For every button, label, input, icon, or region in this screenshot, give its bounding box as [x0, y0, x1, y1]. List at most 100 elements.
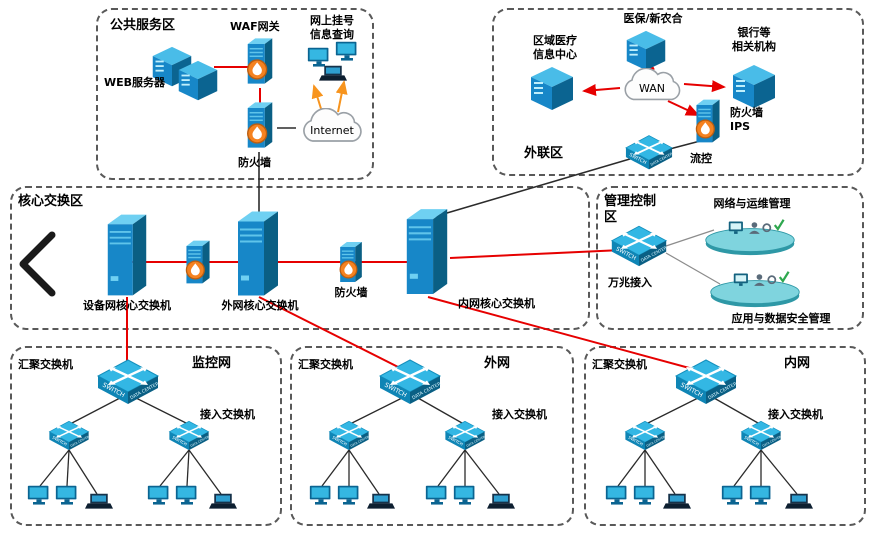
extranet-agg-switch-icon: [378, 358, 442, 410]
zone-title-extranet: 外网: [484, 356, 511, 371]
link: [159, 449, 190, 487]
intranet-agg-switch-icon: [674, 358, 738, 410]
monitor-laptop-icon: [208, 492, 238, 513]
zone-monitor-net: [10, 346, 282, 526]
zone-management: [596, 186, 864, 330]
link-core-mgmt: [449, 249, 623, 259]
link: [760, 449, 798, 495]
security-platform-label: 应用与数据安全管理: [731, 312, 831, 325]
monitor-acc-label: 接入交换机: [200, 408, 255, 421]
zone-title-public: 公共服务区: [110, 18, 176, 33]
bank-label: 银行等 相关机构: [732, 26, 776, 53]
query-pc-icon-2: [334, 40, 360, 64]
intranet-pc-icon: [604, 484, 630, 508]
extranet-pc-icon: [452, 484, 478, 508]
intranet-laptop-icon: [662, 492, 692, 513]
monitor-pc-icon: [146, 484, 172, 508]
insurance-label: 医保/新农合: [623, 12, 683, 25]
core-firewall-label: 防火墙: [334, 286, 368, 299]
link-wan-bank: [683, 80, 726, 93]
link: [644, 449, 676, 495]
link: [186, 449, 190, 487]
zone-title-intranet: 内网: [784, 356, 811, 371]
ops-platform-label: 网络与运维管理: [713, 197, 791, 210]
link-internet-query-2: [335, 80, 348, 113]
prev-arrow[interactable]: [14, 230, 58, 298]
core-firewall-icon-2: [336, 236, 366, 288]
extranet-pc-icon: [336, 484, 362, 508]
monitor-access-switch-icon-1: [48, 420, 90, 454]
ops-platform-icon: [700, 210, 800, 256]
link-internet-query-1: [311, 84, 324, 113]
link: [66, 449, 70, 487]
regional-server-icon: [528, 64, 576, 114]
security-platform-icon: [704, 262, 806, 308]
internet-label: Internet: [310, 124, 354, 137]
extranet-pc-icon: [308, 484, 334, 508]
flow-control-label: 流控: [690, 152, 712, 165]
extranet-core-switch-icon: [232, 205, 284, 302]
zone-core-switching: [10, 186, 590, 330]
query-laptop-icon: [318, 64, 348, 85]
link: [464, 449, 500, 495]
extranet-acc-label: 接入交换机: [492, 408, 547, 421]
intranet-pc-icon: [748, 484, 774, 508]
firewall-ips-icon: [692, 94, 724, 148]
intranet-pc-icon: [720, 484, 746, 508]
zone-title-monitor: 监控网: [192, 356, 232, 371]
zone-public-service: [96, 8, 374, 180]
intranet-agg-label: 汇聚交换机: [592, 358, 647, 371]
link: [351, 397, 403, 424]
zone-title-core: 核心交换区: [18, 194, 84, 209]
link-extranetcore-extranet: [258, 296, 409, 373]
link: [417, 397, 463, 424]
link-wan-ips: [667, 100, 700, 116]
public-firewall-icon: [243, 96, 277, 154]
core-firewall-icon-1: [182, 234, 214, 290]
web-server-icon-2: [176, 58, 220, 104]
extranet-access-switch-icon-1: [328, 420, 370, 454]
link: [321, 449, 350, 487]
flow-control-switch-icon: [624, 134, 674, 174]
intranet-acc-label: 接入交换机: [768, 408, 823, 421]
waf-label: WAF网关: [230, 20, 280, 33]
monitor-pc-icon: [26, 484, 52, 508]
mgmt-access-label: 万兆接入: [608, 276, 652, 289]
zone-title-mgmt: 管理控制区: [604, 194, 657, 225]
link: [733, 449, 762, 487]
zone-title-external: 外联区: [524, 146, 564, 161]
zone-intranet: [584, 346, 866, 526]
intranet-core-label: 内网核心交换机: [458, 297, 535, 310]
extranet-agg-label: 汇聚交换机: [298, 358, 353, 371]
waf-gateway-icon: [243, 32, 277, 90]
device-core-switch-icon: [102, 208, 152, 302]
bank-server-icon: [730, 62, 778, 112]
monitor-laptop-icon: [84, 492, 114, 513]
intranet-laptop-icon: [784, 492, 814, 513]
public-firewall-label: 防火墙: [238, 156, 271, 169]
monitor-pc-icon: [174, 484, 200, 508]
web-server-label: WEB服务器: [104, 76, 166, 89]
extranet-laptop-icon: [366, 492, 396, 513]
intranet-core-switch-icon: [400, 203, 454, 300]
link-intranetcore-intranet: [427, 296, 705, 373]
wan-label: WAN: [638, 82, 666, 95]
monitor-access-switch-icon-2: [168, 420, 210, 454]
intranet-access-switch-icon-1: [624, 420, 666, 454]
query-label: 网上挂号 信息查询: [310, 14, 354, 41]
mgmt-switch-icon: [610, 224, 668, 272]
monitor-agg-label: 汇聚交换机: [18, 358, 73, 371]
link: [188, 449, 222, 495]
link-intranetcore-flow: [429, 155, 641, 219]
link: [39, 449, 70, 487]
extranet-access-switch-icon-2: [444, 420, 486, 454]
link-mgmt-ops: [665, 229, 715, 247]
link: [617, 449, 646, 487]
zone-extranet: [290, 346, 574, 526]
device-core-label: 设备网核心交换机: [83, 299, 171, 312]
link: [348, 449, 380, 495]
link: [68, 449, 98, 495]
zone-external: [492, 8, 864, 176]
intranet-pc-icon: [632, 484, 658, 508]
